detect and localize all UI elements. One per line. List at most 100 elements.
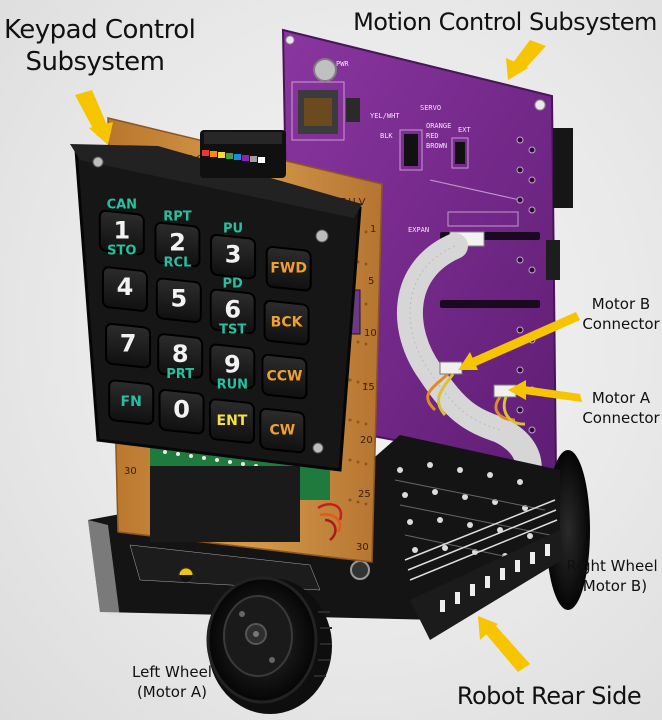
key-legend-above: PU [223, 222, 243, 237]
servo-color-3: BROWN [426, 142, 447, 150]
key-label: 9 [224, 350, 241, 378]
key-cap[interactable] [101, 266, 148, 312]
motor-a-label-line-2: Connector [582, 409, 660, 427]
perf-row-10: 10 [364, 328, 377, 339]
servo-color-1: ORANGE [426, 122, 451, 130]
perf-row-20: 20 [360, 435, 373, 446]
yel-wht-silk: YEL/WHT [370, 112, 400, 120]
arrow-keypad [75, 90, 110, 136]
key-cap[interactable] [210, 233, 257, 280]
key-label: BCK [271, 315, 304, 331]
key-legend-above: CAN [107, 198, 137, 213]
key-cap[interactable] [265, 245, 312, 292]
key-cap[interactable] [261, 353, 308, 400]
key-cap[interactable] [157, 333, 204, 379]
motion-subsystem-label: Motion Control Subsystem [353, 8, 657, 36]
right-wheel-label: Right Wheel (Motor B) [562, 556, 662, 596]
arrow-motor-a [524, 386, 582, 402]
key-cap[interactable] [208, 398, 255, 444]
key-label: 6 [224, 295, 241, 323]
key-label: 5 [170, 284, 187, 312]
servo-color-2: RED [426, 132, 439, 140]
arrow-rear [486, 626, 530, 672]
perf-row-5: 5 [368, 276, 374, 287]
arrow-motor-b [472, 312, 580, 366]
key-label: CW [269, 423, 295, 439]
robot-rear-side-label: Robot Rear Side [456, 682, 642, 710]
key-cap[interactable] [108, 379, 155, 425]
perf-row-30: 30 [356, 542, 369, 553]
motor-connectors [426, 361, 526, 426]
callout-arrows [75, 40, 582, 672]
key-cap[interactable] [154, 221, 201, 268]
key-ent[interactable]: ENT [208, 398, 255, 444]
perf-row-25: 25 [358, 489, 371, 500]
left-wheel-label-line-1: Left Wheel [132, 663, 212, 681]
expansion-silk: EXPAN [408, 226, 429, 234]
key-cap[interactable] [209, 343, 256, 390]
key-cap[interactable] [105, 322, 152, 369]
key-legend-below: STO [107, 244, 136, 259]
left-wheel-label: Left Wheel (Motor A) [122, 662, 222, 702]
key-cap[interactable] [98, 209, 145, 256]
key-1[interactable]: 1 CAN STO [98, 198, 145, 259]
key-label: 1 [113, 217, 130, 245]
key-legend-below: TST [219, 322, 246, 337]
key-label: 7 [120, 330, 137, 358]
key-7[interactable]: 7 [105, 322, 152, 369]
blk-silk: BLK [380, 132, 393, 140]
key-5[interactable]: 5 [155, 277, 202, 324]
key-label: ENT [217, 413, 248, 429]
key-label: CCW [266, 369, 302, 385]
arrow-motor-b-head [458, 352, 478, 370]
key-legend-below: PRT [166, 367, 194, 382]
perf-row-30-left: 30 [124, 466, 137, 477]
arrow-rear-head [478, 616, 498, 640]
key-fwd[interactable]: FWD [265, 245, 312, 292]
keypad-label-line-2: Subsystem [25, 47, 165, 77]
servo-silk: SERVO [420, 104, 441, 112]
key-cap[interactable] [155, 277, 202, 324]
key-label: FN [121, 394, 142, 410]
keypad-label-line-1: Keypad Control [4, 15, 196, 45]
key-fn[interactable]: FN [108, 379, 155, 425]
perf-row-1: 1 [370, 224, 376, 235]
perf-row-15: 15 [362, 382, 375, 393]
key-4[interactable]: 4 [101, 266, 148, 312]
key-ccw[interactable]: CCW [261, 353, 308, 400]
motor-b-label-line-2: Connector [582, 315, 660, 333]
right-wheel-label-line-1: Right Wheel [566, 557, 658, 575]
key-legend-above: PD [223, 276, 244, 291]
right-wheel-label-line-2: (Motor B) [576, 577, 648, 595]
key-legend-above: RPT [163, 210, 192, 225]
key-bck[interactable]: BCK [263, 299, 310, 346]
motor-a-connector-label: Motor A Connector [580, 388, 662, 428]
key-cw[interactable]: CW [259, 407, 306, 454]
key-cap[interactable] [263, 299, 310, 346]
key-label: 8 [172, 340, 189, 368]
arrow-keypad-head [89, 122, 113, 145]
key-cap[interactable] [259, 407, 306, 454]
key-label: 3 [225, 241, 242, 269]
arrow-motor-a-head [508, 380, 526, 400]
arrow-motion [512, 40, 546, 70]
arrow-motion-head [506, 58, 528, 80]
key-0[interactable]: 0 [158, 388, 205, 435]
key-legend-below: RUN [217, 377, 248, 392]
keypad-subsystem-label: Keypad Control Subsystem [4, 14, 196, 78]
key-legend-below: RCL [164, 256, 192, 271]
key-3[interactable]: 3 PU [210, 222, 257, 280]
motor-b-label-line-1: Motor B [591, 295, 651, 313]
left-wheel [206, 576, 332, 714]
key-label: 4 [117, 273, 134, 301]
key-6[interactable]: 6 PD TST [209, 276, 256, 337]
motor-b-connector-label: Motor B Connector [580, 294, 662, 334]
key-cap[interactable] [209, 288, 256, 335]
key-cap[interactable] [158, 388, 205, 435]
key-label: 0 [173, 396, 190, 424]
